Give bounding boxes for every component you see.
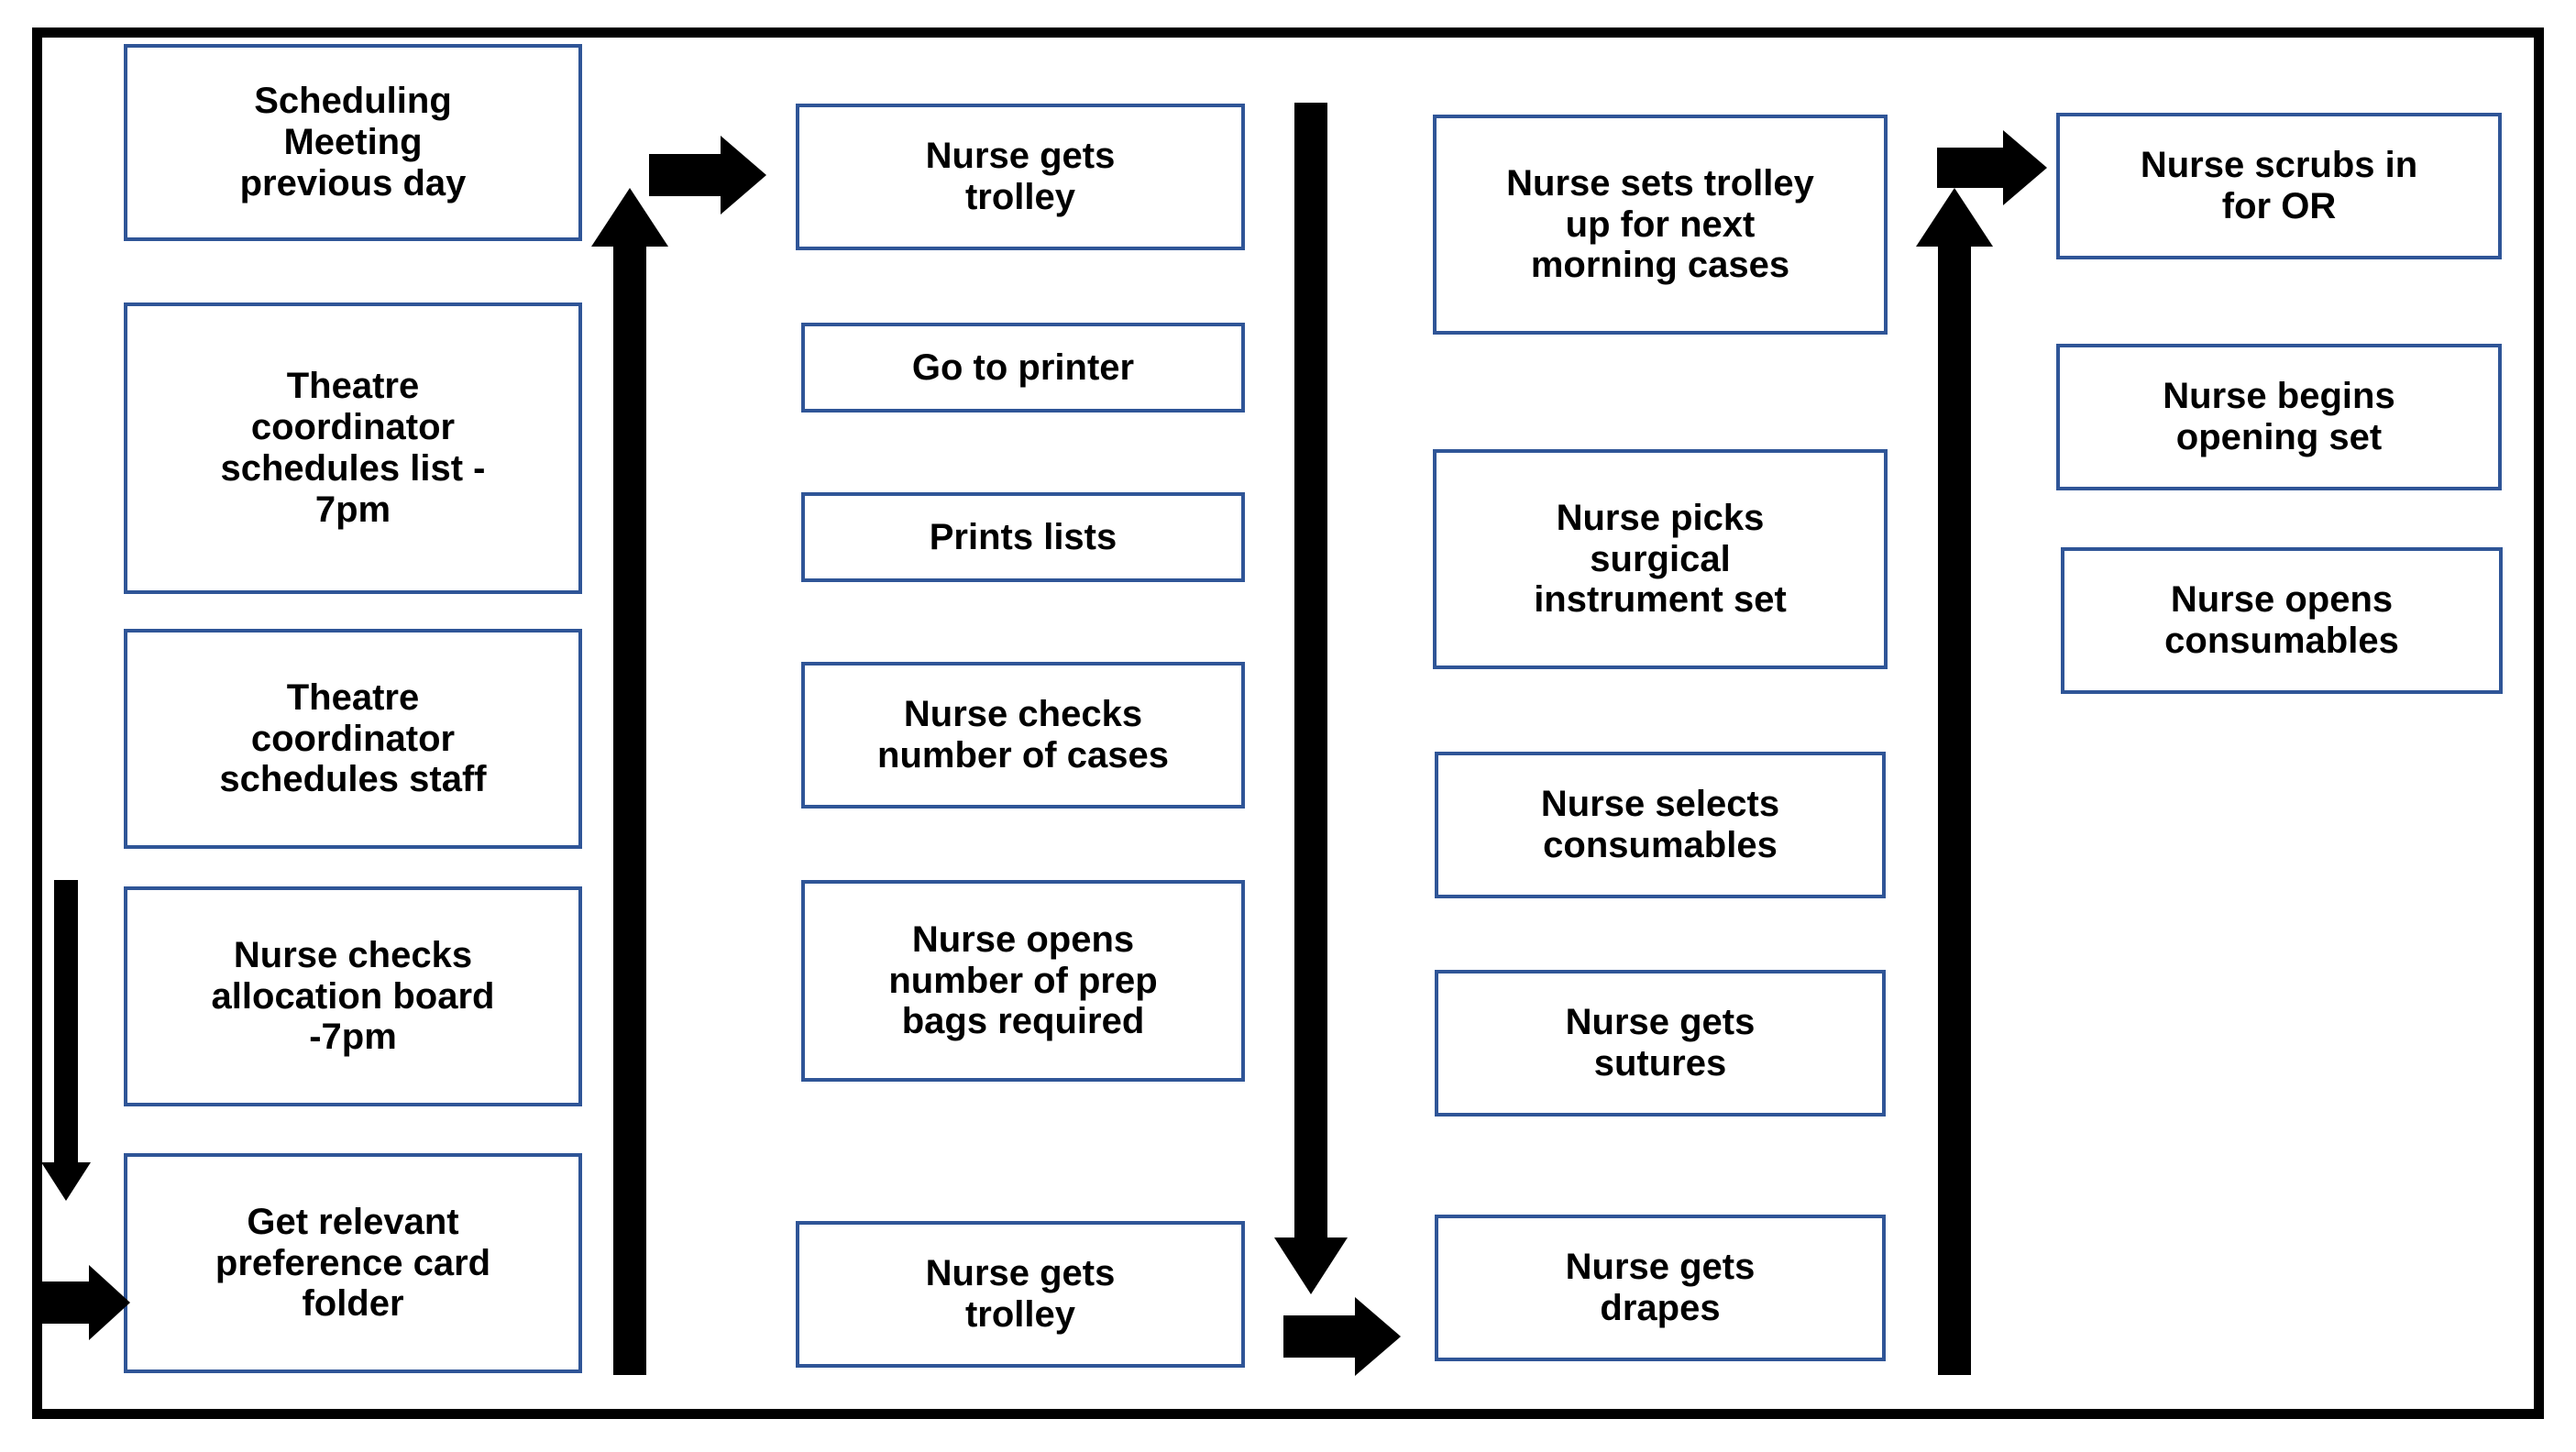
process-box-label: Nurse checks number of cases	[877, 694, 1169, 776]
process-box-label: Nurse checks allocation board -7pm	[211, 934, 495, 1058]
right-arrow-into-col2-icon	[649, 136, 766, 214]
process-box-coordinator-schedules-list[interactable]: Theatre coordinator schedules list - 7pm	[124, 302, 582, 594]
process-box-coordinator-schedules-staff[interactable]: Theatre coordinator schedules staff	[124, 629, 582, 849]
process-box-label: Prints lists	[929, 516, 1117, 557]
process-box-label: Nurse begins opening set	[2163, 376, 2395, 457]
process-box-nurse-checks-number-of-cases[interactable]: Nurse checks number of cases	[801, 662, 1245, 808]
process-box-label: Nurse scrubs in for OR	[2140, 145, 2418, 226]
process-box-nurse-selects-consumables[interactable]: Nurse selects consumables	[1435, 752, 1886, 898]
process-box-label: Nurse opens number of prep bags required	[888, 918, 1158, 1042]
process-box-go-to-printer[interactable]: Go to printer	[801, 323, 1245, 412]
process-box-label: Scheduling Meeting previous day	[239, 81, 467, 204]
process-box-nurse-picks-instrument-set[interactable]: Nurse picks surgical instrument set	[1433, 449, 1888, 669]
process-box-scheduling-meeting[interactable]: Scheduling Meeting previous day	[124, 44, 582, 241]
process-box-label: Go to printer	[911, 346, 1135, 388]
down-arrow-col2-to-col3-icon	[1274, 103, 1348, 1294]
process-box-nurse-gets-drapes[interactable]: Nurse gets drapes	[1435, 1215, 1886, 1361]
process-box-nurse-gets-trolley-1[interactable]: Nurse gets trolley	[796, 104, 1245, 250]
process-box-label: Theatre coordinator schedules list - 7pm	[220, 366, 486, 530]
process-box-label: Get relevant preference card folder	[215, 1201, 491, 1325]
process-box-nurse-begins-opening-set[interactable]: Nurse begins opening set	[2056, 344, 2502, 490]
process-box-nurse-checks-allocation-board[interactable]: Nurse checks allocation board -7pm	[124, 886, 582, 1106]
process-box-nurse-gets-trolley-2[interactable]: Nurse gets trolley	[796, 1221, 1245, 1368]
process-box-nurse-opens-prep-bags[interactable]: Nurse opens number of prep bags required	[801, 880, 1245, 1082]
right-arrow-into-col3-icon	[1283, 1297, 1401, 1376]
process-box-label: Nurse gets trolley	[925, 1253, 1116, 1335]
process-box-label: Theatre coordinator schedules staff	[219, 676, 487, 800]
right-arrow-into-col1-icon	[35, 1265, 130, 1340]
right-arrow-into-col4-icon	[1937, 130, 2047, 205]
process-box-nurse-sets-trolley-next-morning[interactable]: Nurse sets trolley up for next morning c…	[1433, 115, 1888, 335]
process-box-nurse-scrubs-in-for-or[interactable]: Nurse scrubs in for OR	[2056, 113, 2502, 259]
process-box-label: Nurse gets trolley	[925, 136, 1116, 217]
process-box-label: Nurse selects consumables	[1540, 784, 1780, 865]
process-box-nurse-gets-sutures[interactable]: Nurse gets sutures	[1435, 970, 1886, 1116]
process-box-label: Nurse sets trolley up for next morning c…	[1506, 162, 1814, 286]
process-box-get-preference-card-folder[interactable]: Get relevant preference card folder	[124, 1153, 582, 1373]
process-box-label: Nurse gets sutures	[1565, 1002, 1756, 1084]
up-arrow-col3-to-col4-icon	[1916, 188, 1993, 1375]
down-arrow-col1-icon	[41, 880, 91, 1201]
process-box-label: Nurse picks surgical instrument set	[1534, 497, 1787, 621]
process-box-label: Nurse gets drapes	[1565, 1247, 1756, 1328]
process-box-label: Nurse opens consumables	[2164, 579, 2399, 661]
up-arrow-col1-to-col2-icon	[591, 188, 668, 1375]
process-box-nurse-opens-consumables[interactable]: Nurse opens consumables	[2061, 547, 2503, 694]
process-box-prints-lists[interactable]: Prints lists	[801, 492, 1245, 582]
